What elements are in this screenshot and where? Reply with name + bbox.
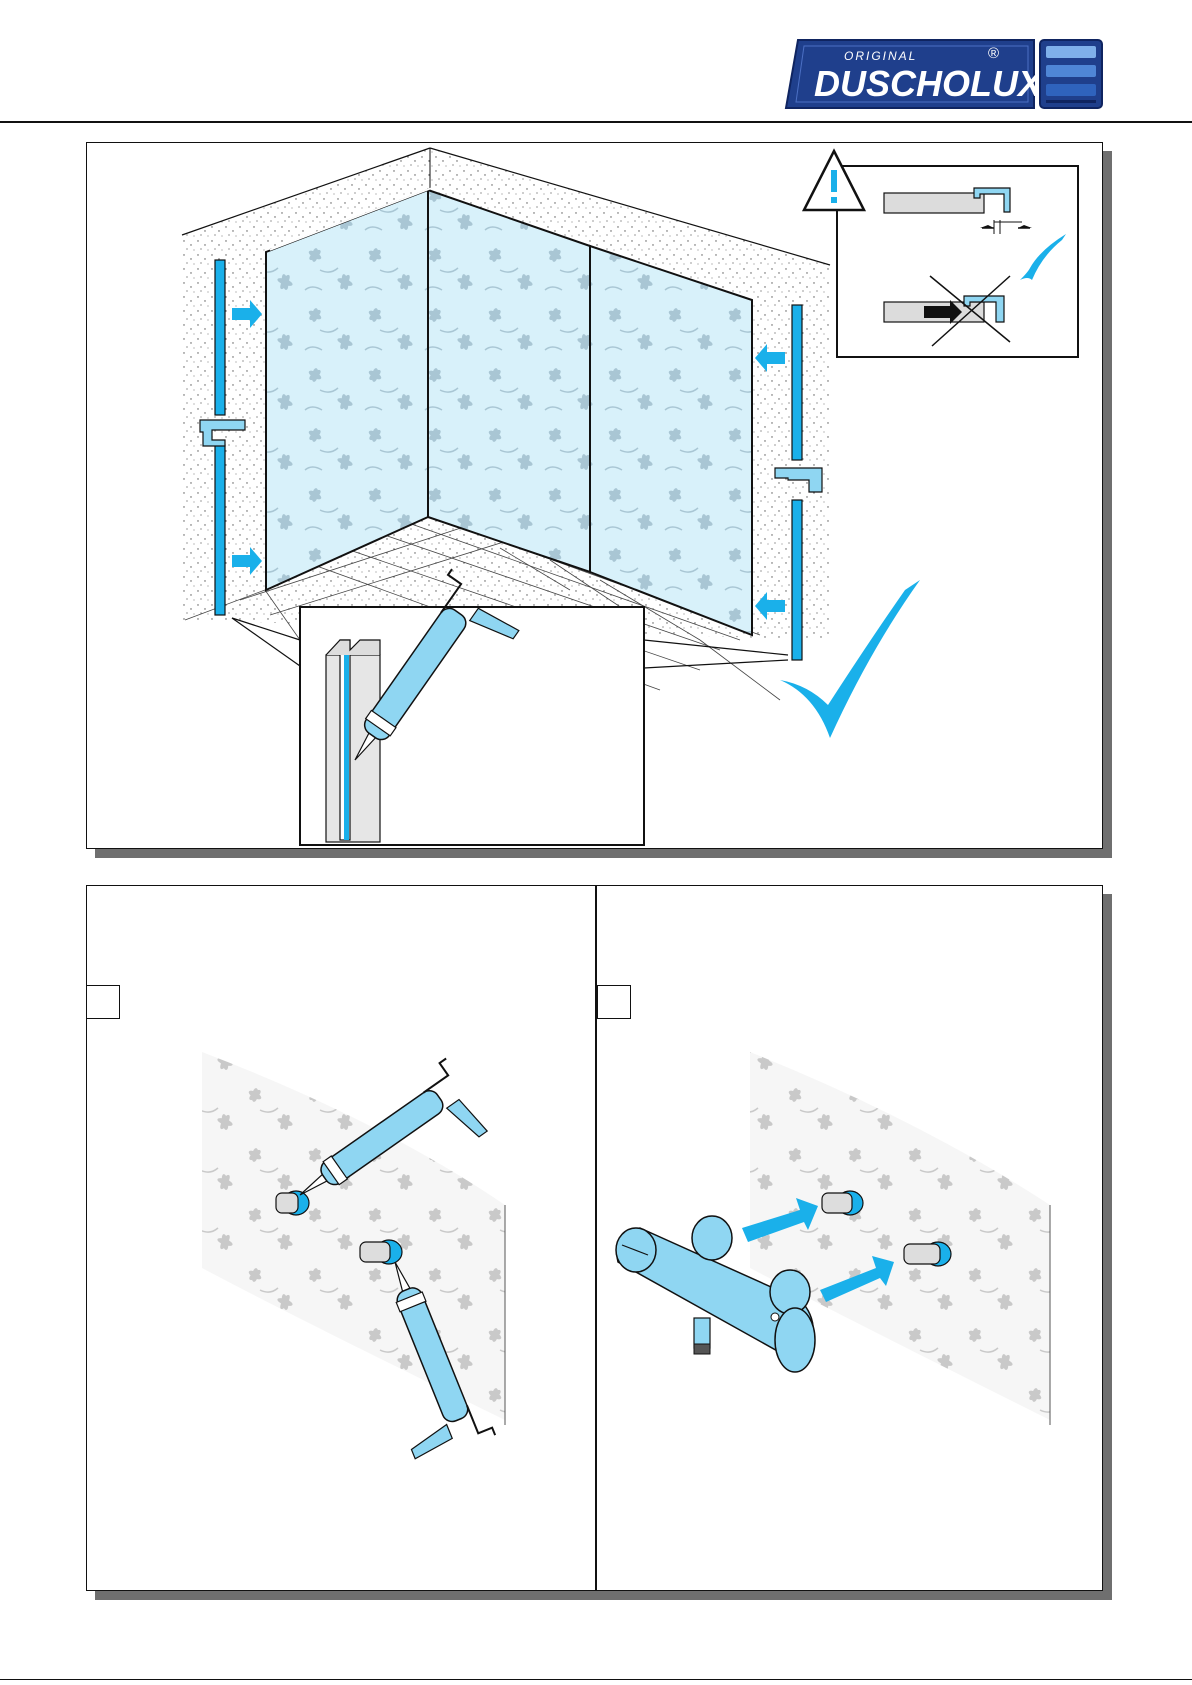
footer-rule bbox=[0, 1679, 1192, 1680]
